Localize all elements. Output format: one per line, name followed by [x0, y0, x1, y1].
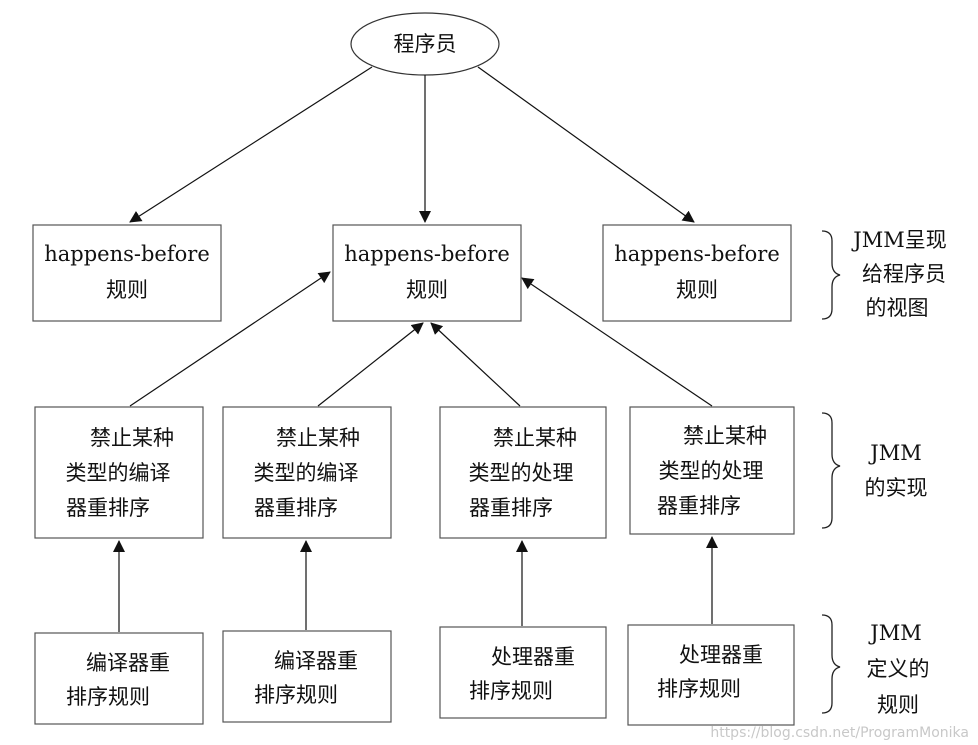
prohibit-box-2-line-2: 类型的编译: [254, 461, 359, 485]
reorder-box-4-line-2: 排序规则: [657, 677, 741, 701]
brace-view: [821, 230, 841, 320]
brace-def: [821, 614, 841, 714]
arrow-prohibit-3-to-rule: [430, 322, 521, 407]
prohibit-box-4-line-2: 类型的处理: [659, 459, 764, 483]
watermark: https://blog.csdn.net/ProgramMonika: [710, 725, 969, 741]
side-label-def-line-1: JMM: [868, 621, 921, 645]
rule-box-3-line-2: 规则: [676, 278, 718, 302]
side-label-view-line-3: 的视图: [866, 296, 929, 320]
prohibit-box-3-line-3: 器重排序: [469, 496, 553, 520]
arrow-prohibit-4-to-rule: [521, 277, 713, 407]
prohibit-box-4: 禁止某种 类型的处理 器重排序: [629, 406, 795, 535]
side-label-view-line-1: JMM呈现: [851, 228, 946, 252]
prohibit-box-1: 禁止某种 类型的编译 器重排序: [34, 406, 204, 539]
rule-box-2-line-1: happens-before: [344, 242, 510, 266]
reorder-box-2-line-2: 排序规则: [254, 683, 338, 707]
brace-impl: [821, 412, 841, 529]
prohibit-box-4-line-1: 禁止某种: [683, 424, 767, 448]
rule-box-3: happens-before 规则: [602, 224, 792, 322]
side-label-impl: JMM 的实现: [865, 441, 928, 500]
reorder-box-4-line-1: 处理器重: [679, 643, 763, 667]
programmer-label: 程序员: [394, 32, 457, 56]
rule-box-3-line-1: happens-before: [614, 242, 780, 266]
prohibit-box-2: 禁止某种 类型的编译 器重排序: [222, 406, 392, 539]
reorder-box-4: 处理器重 排序规则: [627, 624, 795, 726]
prohibit-box-3-line-1: 禁止某种: [493, 426, 577, 450]
reorder-box-3-line-2: 排序规则: [469, 679, 553, 703]
reorder-box-1-line-2: 排序规则: [66, 685, 150, 709]
rule-box-1-line-2: 规则: [106, 278, 148, 302]
programmer-node: 程序员: [350, 12, 500, 76]
reorder-box-3-line-1: 处理器重: [491, 645, 575, 669]
reorder-box-2-line-1: 编译器重: [274, 649, 358, 673]
side-label-impl-line-1: JMM: [868, 441, 921, 465]
side-label-view: JMM呈现 给程序员 的视图: [851, 228, 946, 320]
reorder-box-3: 处理器重 排序规则: [439, 626, 607, 719]
side-label-view-line-2: 给程序员: [862, 262, 946, 286]
reorder-box-1: 编译器重 排序规则: [34, 632, 204, 725]
rule-box-1-line-1: happens-before: [44, 242, 210, 266]
arrow-prohibit-1-to-rule: [129, 271, 331, 407]
side-label-def-line-3: 规则: [877, 693, 919, 717]
arrow-prohibit-2-to-rule: [317, 322, 424, 407]
reorder-box-2: 编译器重 排序规则: [222, 630, 392, 723]
rule-box-2-line-2: 规则: [406, 278, 448, 302]
arrow-programmer-to-rule-1: [129, 66, 373, 223]
prohibit-box-1-line-2: 类型的编译: [66, 461, 171, 485]
arrow-programmer-to-rule-3: [477, 66, 695, 223]
rule-box-2: happens-before 规则: [332, 224, 522, 322]
side-label-impl-line-2: 的实现: [865, 476, 928, 500]
rule-box-1: happens-before 规则: [32, 224, 222, 322]
prohibit-box-4-line-3: 器重排序: [657, 494, 741, 518]
prohibit-box-3-line-2: 类型的处理: [469, 461, 574, 485]
prohibit-box-2-line-1: 禁止某种: [276, 426, 360, 450]
prohibit-box-1-line-3: 器重排序: [66, 496, 150, 520]
prohibit-box-1-line-1: 禁止某种: [90, 426, 174, 450]
reorder-box-1-line-1: 编译器重: [86, 651, 170, 675]
side-label-def-line-2: 定义的: [867, 657, 930, 681]
side-label-def: JMM 定义的 规则: [867, 621, 930, 717]
prohibit-box-3: 禁止某种 类型的处理 器重排序: [439, 406, 607, 539]
prohibit-box-2-line-3: 器重排序: [254, 496, 338, 520]
